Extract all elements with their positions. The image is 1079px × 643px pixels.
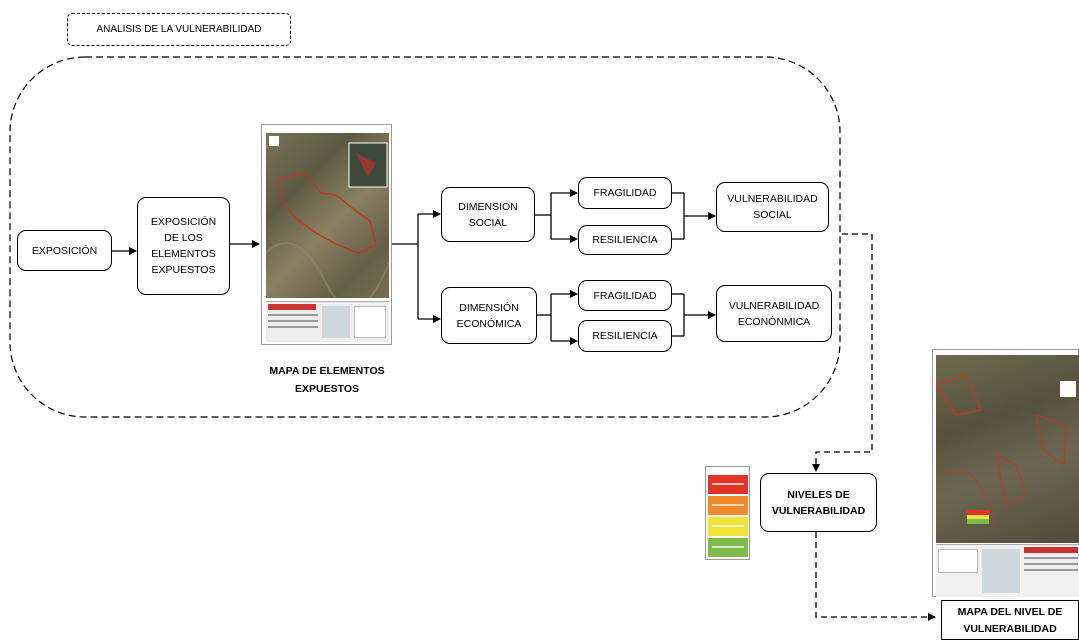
node-dimension-social: DIMENSION SOCIAL: [441, 187, 535, 242]
node-exposicion: EXPOSICIÓN: [17, 230, 112, 271]
node-dimension-social-label: DIMENSION SOCIAL: [458, 200, 518, 229]
node-dimension-economica-label: DIMENSIÓN ECONÓMICA: [456, 301, 522, 330]
node-resiliencia-social-label: RESILIENCIA: [592, 234, 658, 246]
level-color-row: [708, 517, 748, 536]
node-vulnerabilidad-social-label: VULNERABILIDAD SOCIAL: [727, 193, 818, 221]
caption-mapa-elementos: MAPA DE ELEMENTOS EXPUESTOS: [269, 365, 385, 395]
dashed-arrow-to-final-map: [815, 532, 936, 621]
level-color-row: [708, 496, 748, 515]
diagram-title: ANALISIS DE LA VULNERABILIDAD: [67, 13, 291, 46]
node-fragilidad-social-label: FRAGILIDAD: [593, 187, 657, 199]
node-fragilidad-economica-label: FRAGILIDAD: [593, 289, 657, 302]
node-fragilidad-economica: FRAGILIDAD: [578, 280, 672, 311]
node-vulnerabilidad-economica: VULNERABILIDAD ECONÓNMICA: [716, 285, 832, 342]
caption-mapa-nivel: MAPA DEL NIVEL DE VULNERABILIDAD: [941, 600, 1079, 640]
node-niveles-label: NIVELES DE VULNERABILIDAD: [771, 488, 866, 517]
vulnerability-map-thumbnail: [932, 349, 1079, 597]
node-niveles-vulnerabilidad: NIVELES DE VULNERABILIDAD: [760, 473, 877, 532]
node-vulnerabilidad-economica-label: VULNERABILIDAD ECONÓNMICA: [728, 299, 820, 328]
node-fragilidad-social: FRAGILIDAD: [578, 177, 672, 209]
node-exposicion-elementos-label: EXPOSICIÓN DE LOS ELEMENTOS EXPUESTOS: [150, 216, 217, 276]
node-exposicion-elementos: EXPOSICIÓN DE LOS ELEMENTOS EXPUESTOS: [137, 197, 230, 295]
node-resiliencia-economica: RESILIENCIA: [578, 320, 672, 352]
diagram-title-text: ANALISIS DE LA VULNERABILIDAD: [96, 24, 262, 35]
level-color-row: [708, 538, 748, 557]
dashed-arrow-to-niveles: [812, 233, 873, 472]
node-resiliencia-economica-label: RESILIENCIA: [592, 330, 658, 342]
level-color-row: [708, 475, 748, 494]
node-resiliencia-social: RESILIENCIA: [578, 225, 672, 255]
node-dimension-economica: DIMENSIÓN ECONÓMICA: [441, 287, 537, 344]
analysis-group-frame: [9, 56, 841, 418]
node-exposicion-label: EXPOSICIÓN: [31, 244, 98, 257]
exposure-map-thumbnail: [261, 124, 392, 345]
node-vulnerabilidad-social: VULNERABILIDAD SOCIAL: [716, 182, 829, 232]
vulnerability-levels-table-thumbnail: [705, 466, 750, 560]
